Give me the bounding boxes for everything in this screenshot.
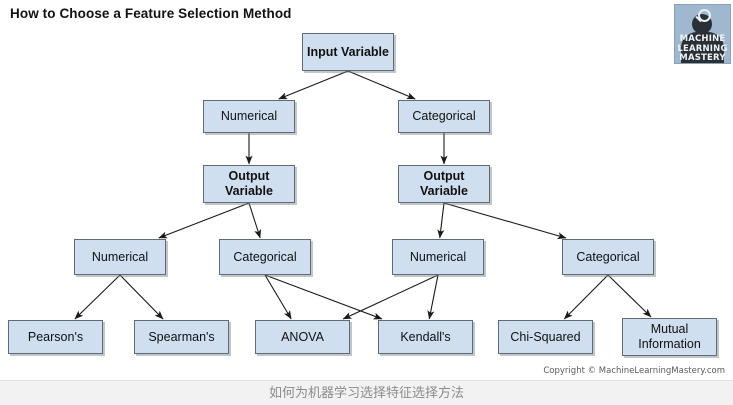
- edge-out-cat-right-to-chi-squared: [563, 274, 609, 320]
- edge-input-variable-to-input-categorical: [347, 70, 416, 100]
- node-anova[interactable]: ANOVA: [255, 320, 350, 354]
- copyright-notice: Copyright © MachineLearningMastery.com: [543, 366, 725, 376]
- logo-text: MACHINE LEARNING MASTERY: [675, 34, 730, 63]
- logo-line-2: LEARNING: [677, 43, 728, 54]
- node-out-num-left[interactable]: Numerical: [74, 239, 166, 275]
- logo-gear-icon: [698, 9, 711, 22]
- edge-input-variable-to-input-numerical: [278, 70, 349, 100]
- edge-output-variable-right-to-out-num-right: [437, 202, 445, 239]
- node-pearsons[interactable]: Pearson's: [8, 320, 103, 354]
- node-input-categorical[interactable]: Categorical: [398, 100, 490, 133]
- edge-out-cat-right-to-mutual-information: [607, 274, 652, 318]
- page-title: How to Choose a Feature Selection Method: [10, 6, 292, 21]
- node-input-numerical[interactable]: Numerical: [203, 100, 295, 133]
- edge-output-variable-left-to-out-cat-left: [248, 202, 262, 239]
- edge-out-num-right-to-anova: [342, 274, 439, 320]
- edge-out-cat-left-to-kendalls: [264, 274, 383, 320]
- node-mutual-information[interactable]: Mutual Information: [622, 318, 717, 356]
- node-input-variable[interactable]: Input Variable: [302, 33, 394, 71]
- caption-bar: [0, 380, 733, 405]
- node-out-cat-right[interactable]: Categorical: [562, 239, 654, 275]
- logo-line-3: MASTERY: [679, 53, 726, 63]
- edge-output-variable-left-to-out-num-left: [158, 202, 250, 239]
- brand-logo: MACHINE LEARNING MASTERY: [674, 4, 731, 64]
- node-spearmans[interactable]: Spearman's: [134, 320, 229, 354]
- node-output-variable-left[interactable]: Output Variable: [203, 165, 295, 203]
- logo-line-1: MACHINE: [679, 34, 726, 44]
- node-output-variable-right[interactable]: Output Variable: [398, 165, 490, 203]
- node-out-cat-left[interactable]: Categorical: [219, 239, 311, 275]
- node-chi-squared[interactable]: Chi-Squared: [498, 320, 593, 354]
- logo-body-icon: [681, 32, 724, 63]
- edge-out-num-left-to-pearsons: [74, 274, 121, 320]
- node-out-num-right[interactable]: Numerical: [392, 239, 484, 275]
- edge-out-cat-left-to-anova: [264, 274, 292, 320]
- edge-output-variable-right-to-out-cat-right: [443, 202, 567, 240]
- caption-text: 如何为机器学习选择特征选择方法: [268, 386, 464, 401]
- edge-out-num-left-to-spearmans: [119, 274, 164, 320]
- edge-out-num-right-to-kendalls: [427, 274, 439, 320]
- node-kendalls[interactable]: Kendall's: [378, 320, 473, 354]
- edge-layer: [74, 70, 652, 320]
